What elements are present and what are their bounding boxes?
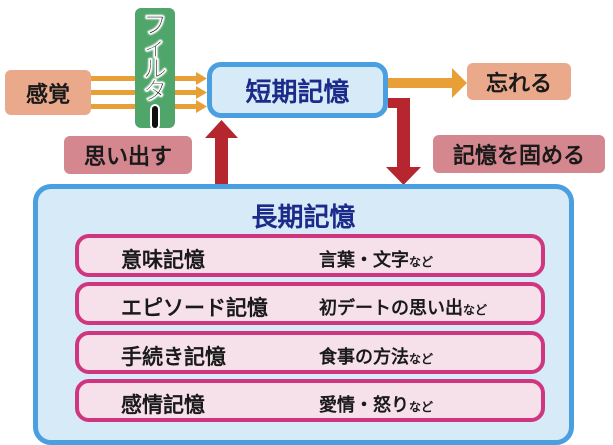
sensory-label: 感覚 [25,82,70,108]
memory-type-example: 初デートの思い出など [319,294,487,320]
short-term-memory-box: 短期記憶 [207,62,388,118]
recall-label: 思い出す [83,145,172,170]
example-text: 食事の方法 [319,347,409,368]
consolidate-label: 記憶を固める [452,144,585,169]
long-term-memory-title: 長期記憶 [251,203,356,233]
memory-type-name: 感情記憶 [121,393,205,417]
example-suffix: など [463,303,488,317]
recall-box: 思い出す [64,136,192,174]
example-text: 愛情・怒り [319,395,409,416]
memory-type-name: エピソード記憶 [121,296,268,320]
recall-arrow [205,120,238,186]
memory-type-row: エピソード記憶 初デートの思い出など [75,282,545,325]
forget-box: 忘れる [467,63,571,100]
long-term-memory-box: 長期記憶 意味記憶 言葉・文字など エピソード記憶 初デートの思い出など 手続き… [33,184,574,445]
forget-label: 忘れる [485,71,552,97]
example-suffix: など [409,255,434,269]
memory-type-example: 言葉・文字など [319,246,433,272]
example-text: 言葉・文字 [319,250,409,271]
memory-type-row: 意味記憶 言葉・文字など [75,234,545,277]
short-term-memory-label: 短期記憶 [245,77,350,108]
consolidate-arrow [386,98,421,185]
example-text: 初デートの思い出 [319,298,463,319]
example-suffix: など [409,400,434,414]
filter-char-4: タ [143,77,168,105]
filter-char-3: ル [143,55,168,83]
example-suffix: など [409,352,434,366]
memory-type-row: 手続き記憶 食事の方法など [75,331,545,374]
filter-long-vowel-bar [152,106,158,128]
memory-type-example: 愛情・怒りなど [319,391,433,417]
consolidate-box: 記憶を固める [433,135,605,173]
filter-char-2: ィ [143,33,168,61]
sensory-box: 感覚 [5,70,91,115]
memory-type-name: 手続き記憶 [121,345,226,369]
memory-type-name: 意味記憶 [121,248,205,272]
filter-char-1: フ [143,11,168,39]
memory-type-row: 感情記憶 愛情・怒りなど [75,379,545,422]
forget-arrow [388,68,467,98]
filter-box: フ ィ ル タ [135,8,175,128]
memory-type-example: 食事の方法など [319,343,433,369]
